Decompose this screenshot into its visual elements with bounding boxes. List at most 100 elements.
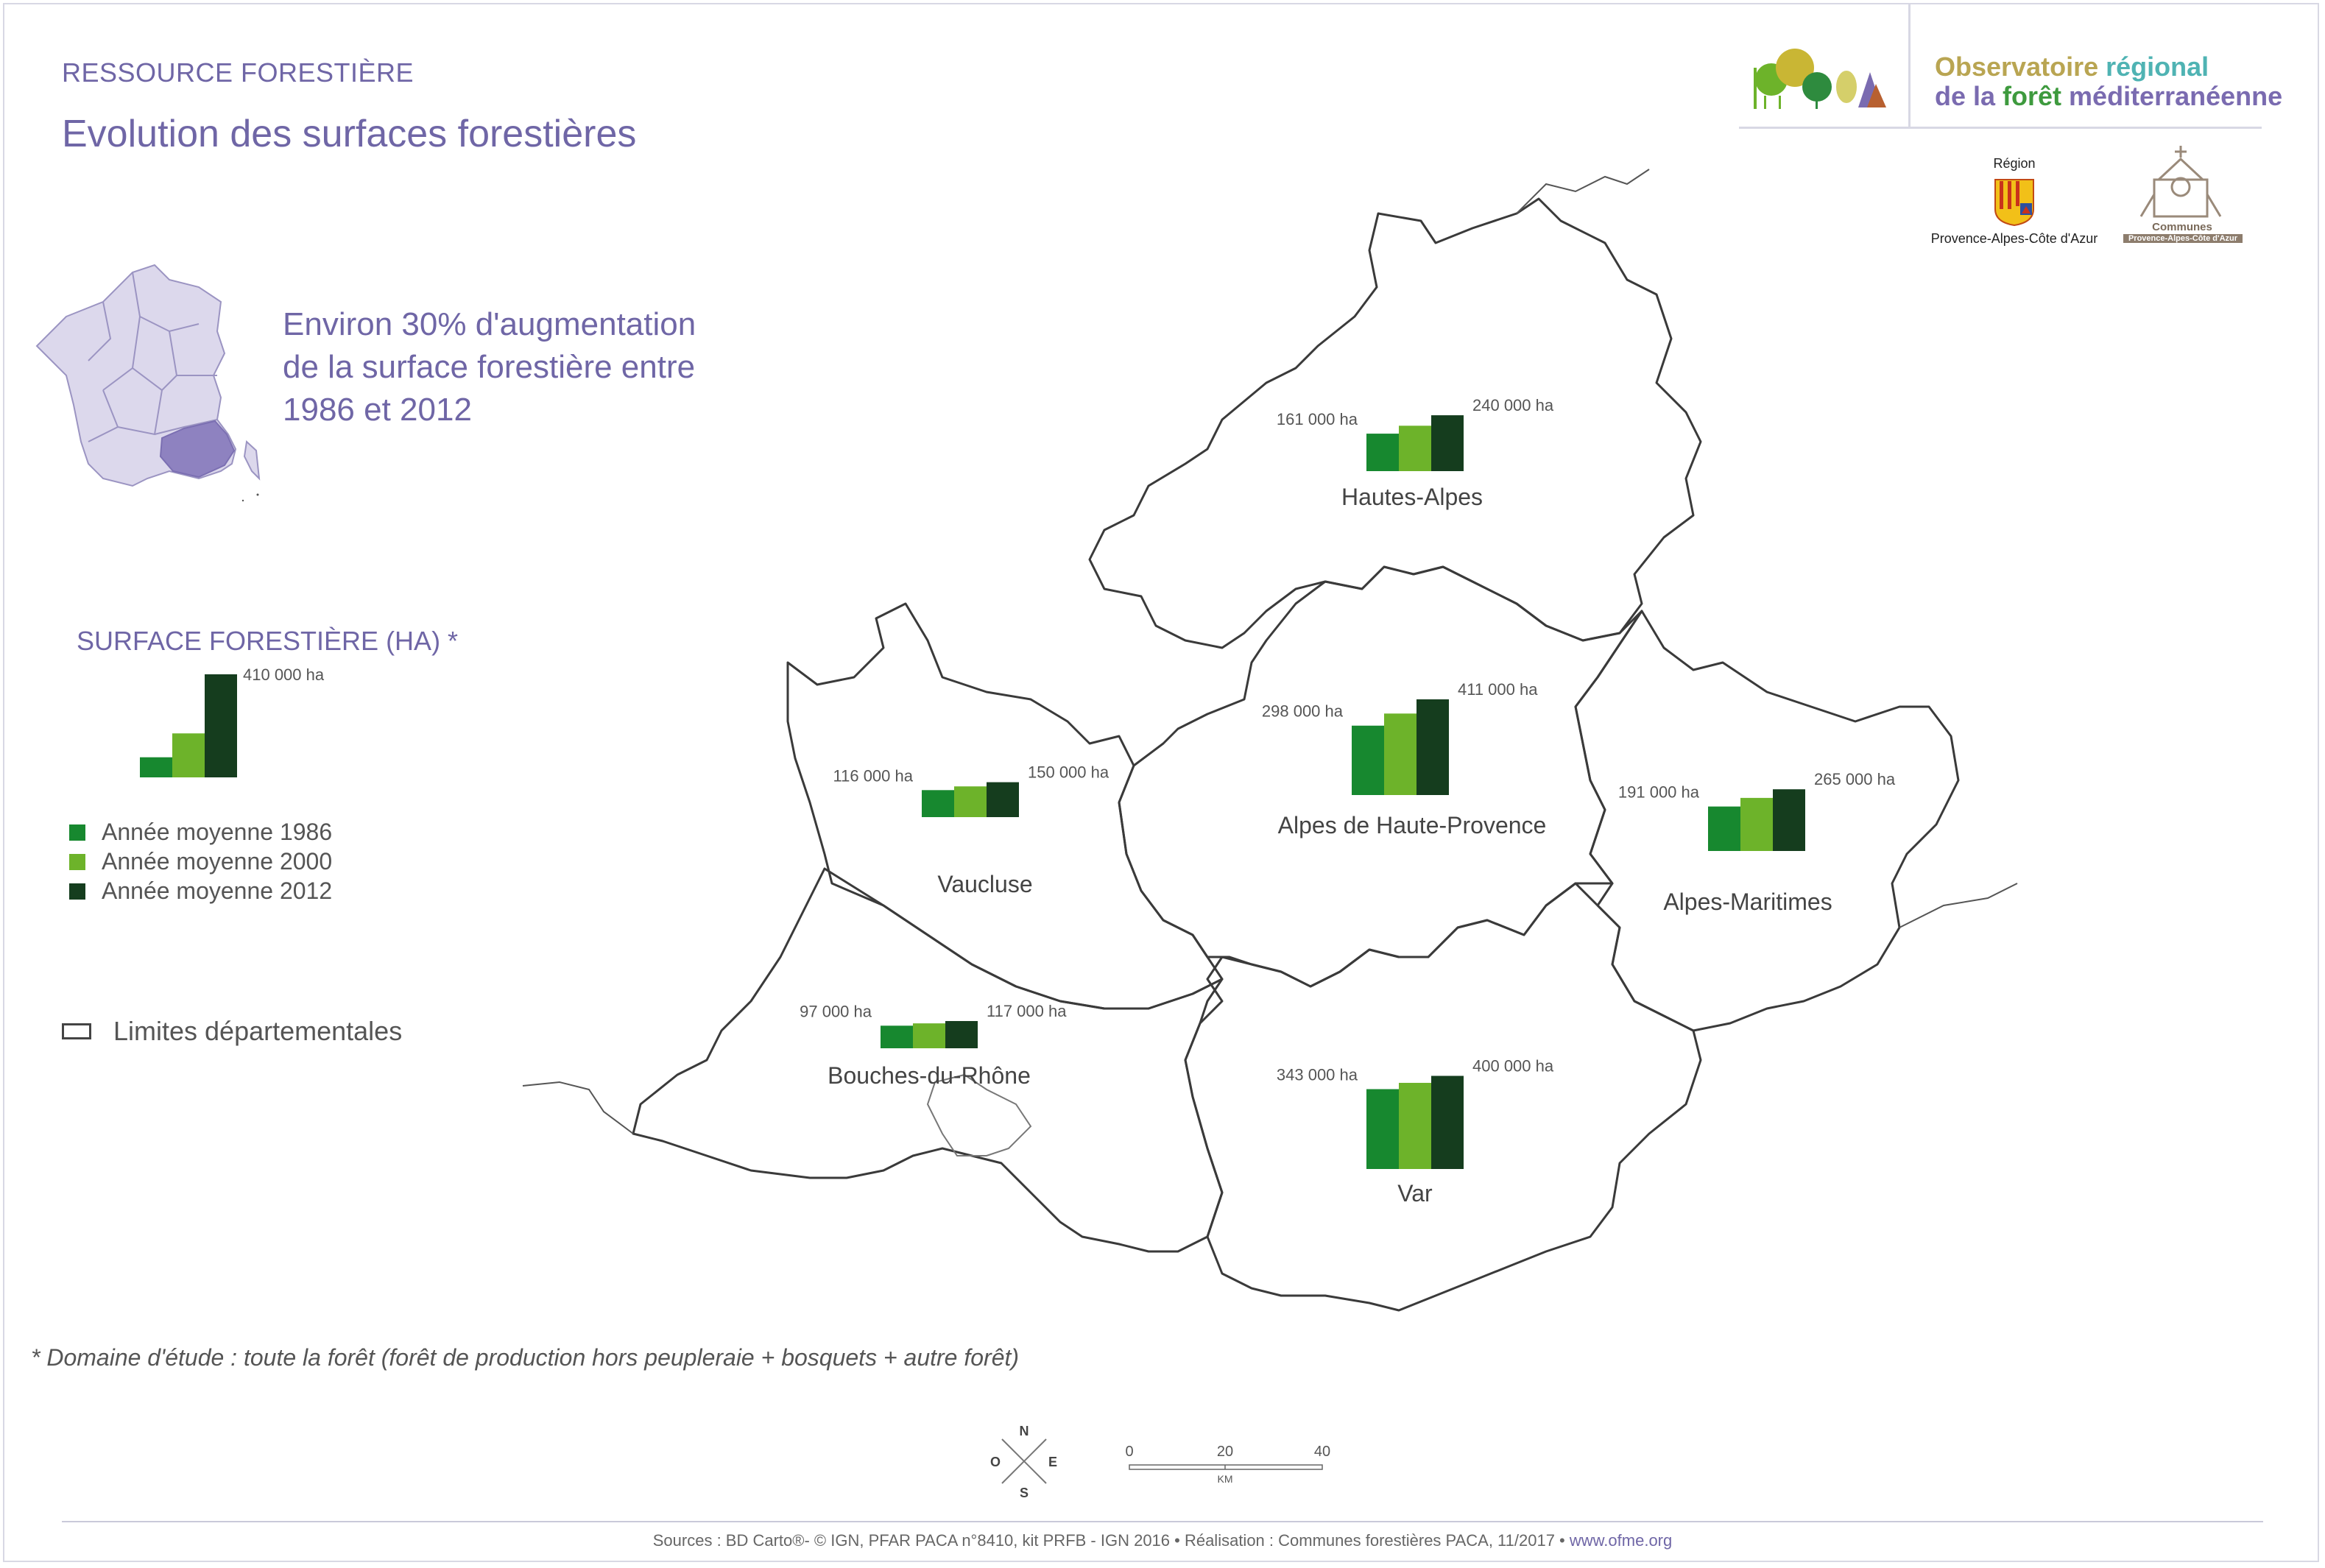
compass-rose-icon: N S E O	[990, 1424, 1057, 1500]
dept-bar	[922, 790, 954, 817]
legend-limits: Limites départementales	[62, 1016, 402, 1047]
dept-high-label: 150 000 ha	[1028, 763, 1109, 782]
dept-bar	[987, 782, 1019, 817]
dept-high-label: 411 000 ha	[1458, 680, 1538, 699]
dept-low-label: 298 000 ha	[1262, 702, 1344, 721]
boundary-bouches-du-rhone	[632, 867, 1224, 1253]
dept-low-label: 343 000 ha	[1277, 1066, 1358, 1084]
logo-divider-vertical	[1908, 3, 1911, 127]
compass-e: E	[1048, 1455, 1057, 1469]
dept-name: Alpes-Maritimes	[1663, 889, 1832, 915]
dept-bar	[1352, 725, 1384, 795]
legend-example-label: 410 000 ha	[243, 665, 325, 684]
corsica	[243, 439, 261, 481]
observatoire-text: de la	[1935, 81, 2003, 111]
dept-bar	[1773, 789, 1805, 851]
compass-o: O	[990, 1455, 1001, 1469]
dept-name: Vaucluse	[937, 871, 1032, 897]
dept-bar	[1431, 1076, 1464, 1169]
dept-bar	[1416, 699, 1449, 795]
logo-divider-horizontal	[1739, 127, 2262, 129]
compass-n: N	[1020, 1424, 1029, 1438]
headline: Environ 30% d'augmentation de la surface…	[283, 303, 754, 431]
legend-swatch-1986	[69, 824, 85, 841]
page-frame	[3, 3, 2319, 1562]
dept-high-label: 265 000 ha	[1814, 770, 1896, 788]
legend-bar-2000	[172, 733, 205, 777]
sources-line: Sources : BD Carto®- © IGN, PFAR PACA n°…	[0, 1531, 2325, 1550]
legend-label: Année moyenne 2012	[102, 877, 333, 904]
dept-bar	[913, 1023, 945, 1048]
headline-line: 1986 et 2012	[283, 392, 472, 428]
dept-bar	[1384, 713, 1416, 795]
section-label: RESSOURCE FORESTIÈRE	[62, 57, 414, 88]
paca-highlight	[159, 420, 236, 478]
etang-de-berre	[926, 1073, 1032, 1156]
website-link[interactable]: www.ofme.org	[1569, 1531, 1673, 1550]
border-italy-north	[1516, 169, 1650, 214]
dept-bar	[1399, 425, 1431, 471]
footer-divider	[62, 1521, 2263, 1522]
limits-label: Limites départementales	[113, 1016, 403, 1046]
scale-tick-20: 20	[1217, 1444, 1233, 1460]
legend-label: Année moyenne 2000	[102, 848, 333, 875]
observatoire-text: régional	[2106, 52, 2209, 82]
observatoire-text: forêt	[2003, 81, 2062, 111]
dept-name: Alpes de Haute-Provence	[1278, 812, 1547, 838]
limits-symbol	[62, 1023, 91, 1039]
dept-bar	[1366, 1089, 1399, 1169]
boundary-vaucluse	[786, 602, 1224, 1010]
dept-chart: 97 000 ha 117 000 ha Bouches-du-Rhône	[800, 1002, 1067, 1089]
region-logo-bottom: Provence-Alpes-Côte d'Azur	[1930, 231, 2098, 246]
observatoire-line2: de la forêt méditerranéenne	[1935, 81, 2282, 112]
dept-name: Bouches-du-Rhône	[828, 1062, 1031, 1089]
dept-bar	[954, 786, 987, 817]
legend-bar-2012	[205, 674, 237, 777]
communes-building-icon	[2139, 146, 2222, 218]
border-west	[522, 1081, 634, 1134]
dept-low-label: 191 000 ha	[1618, 783, 1700, 802]
headline-line: Environ 30% d'augmentation	[283, 306, 696, 342]
dept-chart: 343 000 ha 400 000 ha Var	[1277, 1056, 1554, 1207]
dept-chart: 191 000 ha 265 000 ha Alpes-Maritimes	[1618, 770, 1896, 915]
footnote: * Domaine d'étude : toute la forêt (forê…	[31, 1344, 1020, 1371]
headline-line: de la surface forestière entre	[283, 349, 696, 385]
sources-text: Sources : BD Carto®- © IGN, PFAR PACA n°…	[652, 1531, 1570, 1550]
tree-logo-icon	[1754, 49, 1886, 109]
legend-swatch-2000	[69, 853, 85, 870]
legend-item-2000: Année moyenne 2000	[69, 848, 332, 875]
dept-high-label: 400 000 ha	[1472, 1056, 1554, 1075]
legend-title: SURFACE FORESTIÈRE (HA) *	[77, 626, 459, 656]
legend-item-1986: Année moyenne 1986	[69, 819, 332, 846]
dept-bar	[881, 1025, 913, 1048]
dept-low-label: 97 000 ha	[800, 1002, 872, 1020]
scale-unit: KM	[1218, 1473, 1233, 1485]
dept-high-label: 117 000 ha	[987, 1002, 1067, 1020]
dept-low-label: 116 000 ha	[833, 766, 914, 785]
dept-bar	[1366, 434, 1399, 471]
dept-high-label: 240 000 ha	[1472, 396, 1554, 414]
page-title: Evolution des surfaces forestières	[62, 113, 637, 155]
region-logo-top: Région	[1993, 156, 2036, 171]
observatoire-text: méditerranéenne	[2061, 81, 2283, 111]
dept-chart: 116 000 ha 150 000 ha Vaucluse	[833, 763, 1109, 897]
dept-name: Var	[1397, 1180, 1433, 1207]
dept-bar	[1431, 415, 1464, 471]
observatoire-line1: Observatoire régional	[1935, 52, 2209, 82]
boundary-alpes-maritimes	[1574, 610, 1960, 1032]
dept-bar	[945, 1020, 978, 1048]
border-italy-south	[1899, 883, 2018, 928]
compass-s: S	[1020, 1486, 1029, 1500]
france-inset-map	[35, 264, 261, 502]
legend-swatch-2012	[69, 883, 85, 900]
dept-name: Hautes-Alpes	[1341, 484, 1483, 510]
region-shield-icon	[1994, 179, 2034, 227]
legend-item-2012: Année moyenne 2012	[69, 877, 332, 905]
legend-example-bars: 410 000 ha	[140, 665, 325, 777]
dept-chart: 298 000 ha 411 000 ha Alpes de Haute-Prove…	[1262, 680, 1546, 838]
dept-bar	[1399, 1082, 1431, 1169]
dept-bar	[1708, 806, 1740, 851]
